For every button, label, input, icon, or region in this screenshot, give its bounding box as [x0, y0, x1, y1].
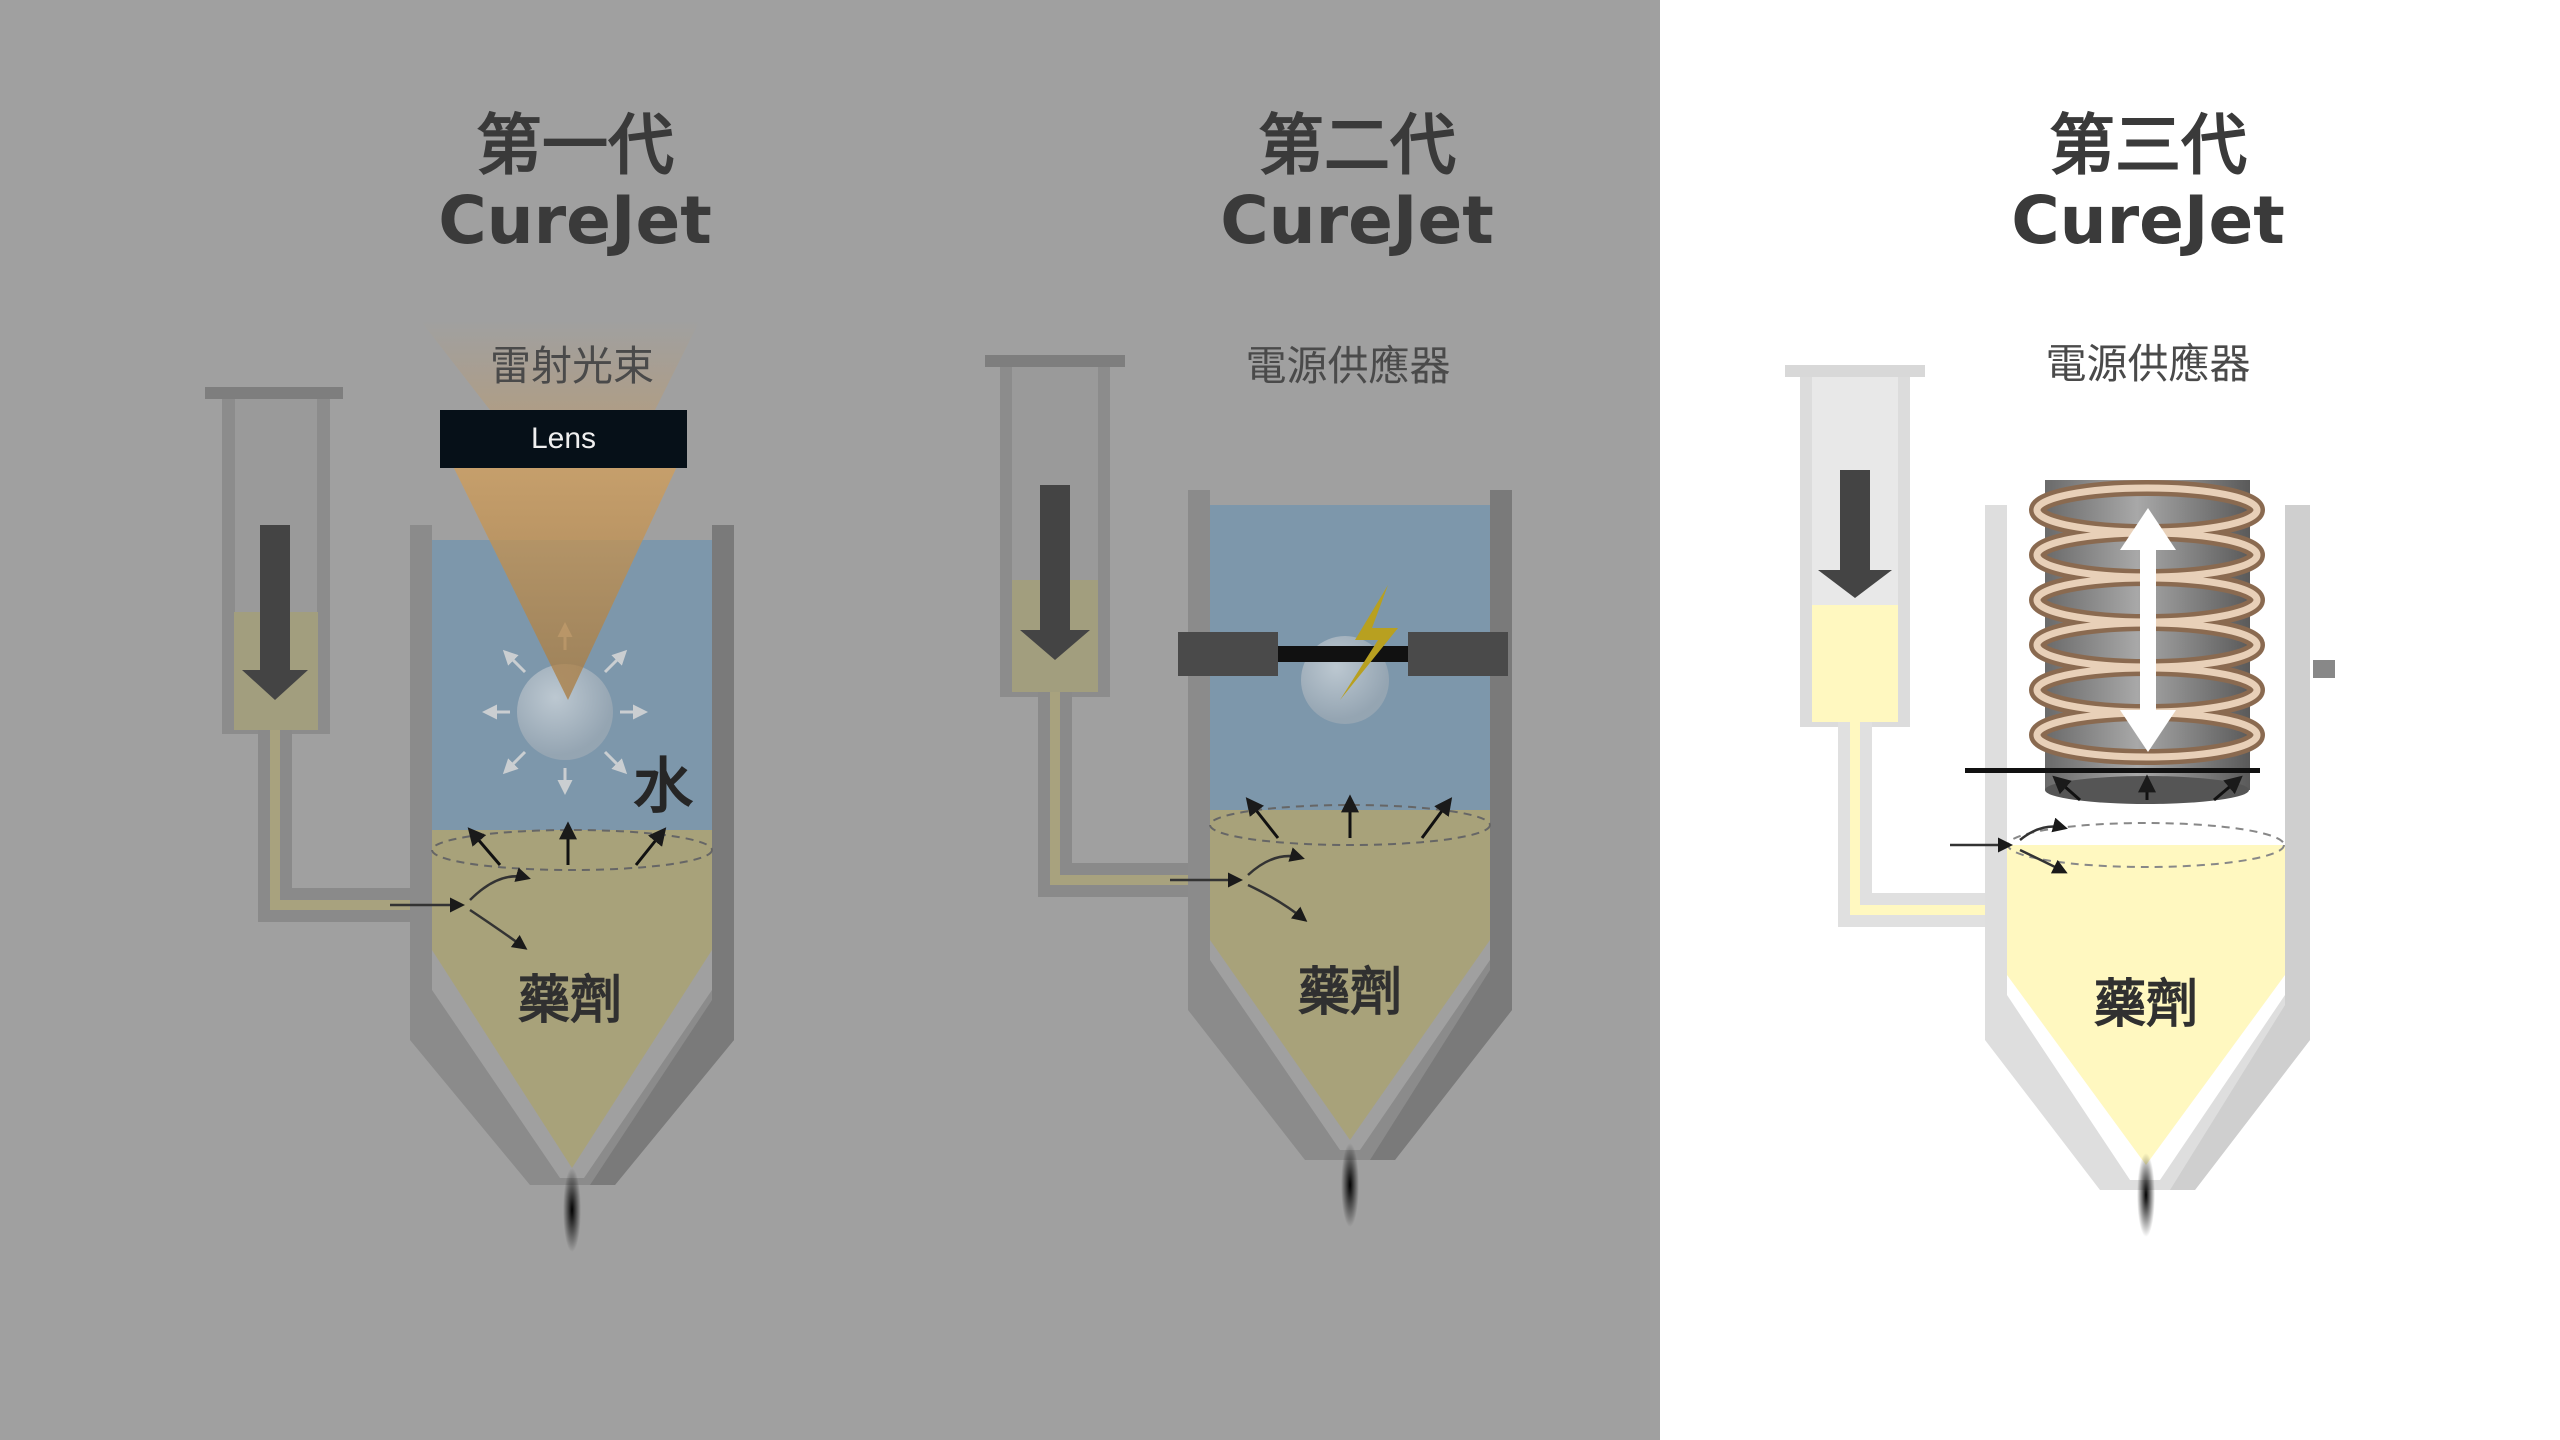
generation-3-energy-source: 電源供應器: [2045, 340, 2251, 388]
generation-2-device: [985, 355, 1512, 1227]
vessel-3: [1950, 480, 2335, 1190]
generation-2-drug-label: 藥劑: [1297, 963, 1402, 1023]
generation-2-title: 第二代 CureJet: [1107, 108, 1607, 258]
vessel-1: [390, 320, 734, 1185]
generation-2-energy-source: 電源供應器: [1245, 342, 1451, 390]
lens-label: Lens: [440, 410, 687, 468]
vessel-2: [1170, 490, 1512, 1160]
generation-1-title-line1: 第一代: [476, 107, 674, 184]
generation-1-energy-source: 雷射光束: [490, 342, 654, 390]
generation-3-title-line2: CureJet: [2011, 182, 2285, 259]
generation-2-title-line1: 第二代: [1258, 107, 1456, 184]
syringe-1: [205, 387, 343, 734]
generation-1-title: 第一代 CureJet: [325, 108, 825, 258]
water-label: 水: [633, 752, 693, 822]
syringe-2: [985, 355, 1125, 697]
generation-1-title-line2: CureJet: [438, 182, 712, 259]
generation-3-device: [1785, 365, 2335, 1237]
generation-3-drug-label: 藥劑: [2093, 975, 2198, 1035]
generation-3-title-line1: 第三代: [2049, 107, 2247, 184]
generation-2-title-line2: CureJet: [1220, 182, 1494, 259]
syringe-3: [1785, 365, 1925, 727]
generation-1-drug-label: 藥劑: [517, 971, 622, 1031]
generation-1-device: [205, 320, 734, 1252]
generation-3-title: 第三代 CureJet: [1898, 108, 2398, 258]
